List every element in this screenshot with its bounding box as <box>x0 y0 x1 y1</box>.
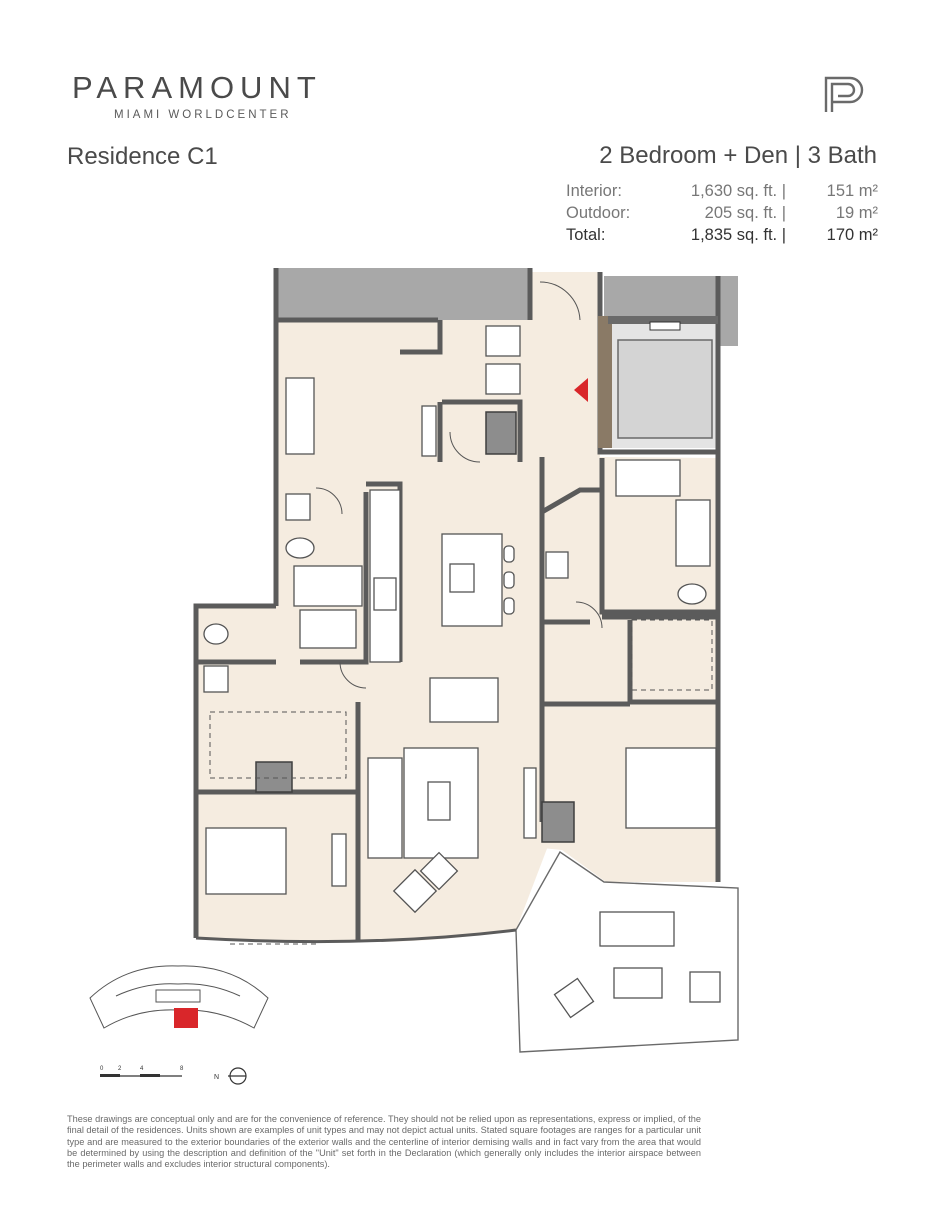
stool <box>503 571 515 589</box>
unit-type: 2 Bedroom + Den | 3 Bath <box>599 142 877 169</box>
brand-name: PARAMOUNT <box>72 70 322 105</box>
plan-dashed-lines <box>209 619 713 945</box>
toilet <box>285 537 315 559</box>
area-table: Interior: 1,630 sq. ft. | 151 m² Outdoor… <box>566 182 878 248</box>
outdoor-table <box>613 967 663 999</box>
door-arc <box>449 431 481 463</box>
column <box>485 411 517 455</box>
lobby-walls <box>598 316 718 448</box>
scale-tick: 4 <box>140 1066 144 1072</box>
wall-pantry <box>437 399 523 462</box>
scale-segment <box>100 1074 120 1077</box>
den-desk <box>421 405 437 457</box>
area-sqft: 205 sq. ft. | <box>704 204 786 222</box>
stool <box>503 597 515 615</box>
wall-south-curve <box>195 928 517 944</box>
shower <box>299 609 357 649</box>
dining-table <box>429 677 499 723</box>
range <box>373 577 397 611</box>
area-row-total: Total: 1,835 sq. ft. | 170 m² <box>566 226 878 248</box>
outdoor-chair <box>553 977 595 1019</box>
tower-core-line <box>115 983 241 997</box>
door-arc <box>315 487 343 515</box>
area-row-outdoor: Outdoor: 205 sq. ft. | 19 m² <box>566 204 878 226</box>
column <box>541 801 575 843</box>
north-arrow-icon: N <box>214 1067 247 1085</box>
master-bed <box>625 747 717 829</box>
corridor <box>276 268 530 320</box>
area-m2: 170 m² <box>826 226 878 244</box>
wall-bath1 <box>196 492 369 942</box>
key-plan <box>89 965 269 1029</box>
stool <box>503 545 515 563</box>
key-plan-outline <box>89 965 269 1029</box>
plan-door-arcs <box>315 281 603 689</box>
coffee-table <box>427 781 451 821</box>
elevator-door <box>649 321 681 331</box>
unit-highlight <box>174 1008 198 1028</box>
vanity <box>203 665 229 693</box>
entry-marker <box>574 378 588 402</box>
closet-outline <box>209 711 347 779</box>
plan-columns <box>255 411 575 843</box>
armchair <box>392 868 438 914</box>
media-console <box>523 767 537 839</box>
vanity <box>545 551 569 579</box>
side-table <box>419 851 459 891</box>
disclaimer: These drawings are conceptual only and a… <box>67 1114 701 1170</box>
vanity <box>285 493 311 521</box>
closet-outline <box>631 619 713 691</box>
area-m2: 19 m² <box>835 204 878 222</box>
washer <box>485 325 521 357</box>
outdoor-chair <box>689 971 721 1003</box>
area-label: Outdoor: <box>566 204 631 222</box>
door-arc <box>575 601 603 629</box>
wall-bath2 <box>540 487 602 515</box>
elevator-car <box>617 339 713 439</box>
scale-bar: 0 2 4 8 <box>100 1066 184 1077</box>
door-arc <box>339 661 367 689</box>
bathtub <box>675 499 711 567</box>
scale-segment <box>140 1074 160 1077</box>
outdoor-sofa <box>599 911 675 947</box>
residence-name: Residence C1 <box>67 143 218 170</box>
sofa <box>367 757 403 859</box>
area-label: Interior: <box>566 182 622 200</box>
floor-plan <box>193 268 739 1053</box>
scale-tick: 0 <box>100 1066 104 1072</box>
scale-tick: 8 <box>180 1066 184 1072</box>
shower <box>615 459 681 497</box>
plan-fixtures <box>203 325 721 1019</box>
dryer <box>485 363 521 395</box>
area-sqft: 1,630 sq. ft. | <box>690 182 786 200</box>
area-row-interior: Interior: 1,630 sq. ft. | 151 m² <box>566 182 878 204</box>
column <box>255 761 293 793</box>
cooktop <box>449 563 475 593</box>
kitchen-counter <box>369 489 401 663</box>
tower-core <box>155 989 201 1003</box>
lobby-wall-west <box>598 316 612 448</box>
lobby-wall-north <box>608 316 718 324</box>
wall-bedroom2 <box>539 619 630 710</box>
wall-north <box>276 268 533 355</box>
area-label: Total: <box>566 226 606 244</box>
scale-tick: 2 <box>118 1066 122 1072</box>
door-arc <box>539 281 581 321</box>
den-sofa <box>285 377 315 455</box>
plan-walls <box>193 268 721 944</box>
p-monogram-icon <box>824 76 864 112</box>
area-m2: 151 m² <box>826 182 878 200</box>
north-label: N <box>214 1074 219 1081</box>
toilet <box>677 583 707 605</box>
toilet <box>203 623 229 645</box>
area-sqft: 1,835 sq. ft. | <box>690 226 786 244</box>
dresser <box>331 833 347 887</box>
brand-subtitle: MIAMI WORLDCENTER <box>114 109 292 121</box>
bed <box>205 827 287 895</box>
shower <box>293 565 363 607</box>
